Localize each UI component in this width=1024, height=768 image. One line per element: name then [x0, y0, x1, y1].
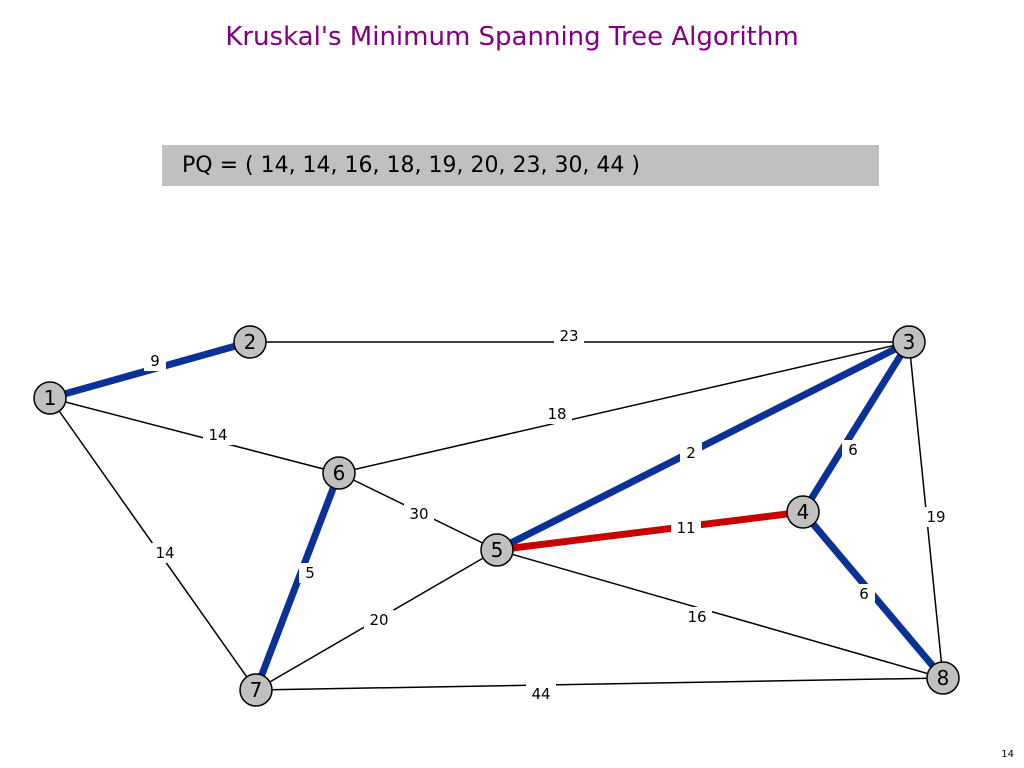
node-7: 7 [239, 673, 273, 707]
edge-weight-7-8: 44 [531, 685, 550, 703]
edge-weight-7-5: 20 [369, 611, 388, 629]
edge-6-7 [252, 471, 343, 692]
edge-label-bg-6-3 [542, 404, 572, 424]
priority-queue-box: PQ = ( 14, 14, 16, 18, 19, 20, 23, 30, 4… [162, 145, 879, 186]
edge-weight-6-5: 30 [409, 505, 428, 523]
node-circle-6 [322, 456, 356, 490]
node-label-8: 8 [937, 666, 950, 690]
edge-label-bg-1-7 [150, 543, 180, 563]
edge-label-bg-7-5 [364, 610, 394, 630]
node-6: 6 [322, 456, 356, 490]
edge-label-bg-5-3 [680, 443, 702, 463]
edge-label-bg-3-8 [921, 507, 951, 527]
edge-weight-1-2: 9 [150, 352, 160, 370]
edge-label-bg-3-4 [842, 440, 864, 460]
edge-label-bg-6-5 [404, 504, 434, 524]
edge-5-4 [496, 508, 804, 554]
node-5: 5 [480, 533, 514, 567]
node-label-6: 6 [333, 461, 346, 485]
node-2: 2 [233, 325, 267, 359]
edge-7-8 [255, 677, 944, 691]
edge-label-bg-2-3 [554, 326, 584, 346]
page-number: 14 [1001, 749, 1014, 760]
node-label-1: 1 [44, 386, 57, 410]
node-4: 4 [786, 495, 820, 529]
node-label-3: 3 [903, 330, 916, 354]
node-label-7: 7 [250, 678, 263, 702]
edge-weight-5-3: 2 [686, 444, 696, 462]
slide-title: Kruskal's Minimum Spanning Tree Algorith… [225, 22, 799, 52]
edge-weight-1-7: 14 [155, 544, 174, 562]
priority-queue-text: PQ = ( 14, 14, 16, 18, 19, 20, 23, 30, 4… [182, 153, 640, 178]
node-circle-1 [33, 381, 67, 415]
edge-weight-1-6: 14 [208, 426, 227, 444]
node-circle-3 [892, 325, 926, 359]
edge-weight-5-8: 16 [687, 608, 706, 626]
edge-weight-5-4: 11 [676, 519, 695, 537]
edge-weight-2-3: 23 [559, 327, 578, 345]
node-circle-5 [480, 533, 514, 567]
edge-label-bg-5-4 [671, 518, 701, 538]
node-label-2: 2 [244, 330, 257, 354]
edge-weight-6-3: 18 [547, 405, 566, 423]
edge-weight-3-8: 19 [926, 508, 945, 526]
edge-label-bg-1-2 [144, 351, 166, 371]
edge-6-3 [338, 341, 910, 474]
edge-5-8 [496, 549, 944, 679]
node-label-5: 5 [491, 538, 504, 562]
node-circle-8 [926, 661, 960, 695]
node-circle-7 [239, 673, 273, 707]
edge-1-6 [49, 397, 340, 474]
edge-3-4 [800, 340, 912, 514]
node-8: 8 [926, 661, 960, 695]
edge-label-bg-7-8 [526, 684, 556, 704]
node-circle-2 [233, 325, 267, 359]
node-3: 3 [892, 325, 926, 359]
edge-label-bg-1-6 [203, 425, 233, 445]
node-1: 1 [33, 381, 67, 415]
node-label-4: 4 [797, 500, 810, 524]
edge-label-bg-6-7 [299, 563, 321, 583]
edge-label-bg-4-8 [853, 584, 875, 604]
edge-label-bg-5-8 [682, 607, 712, 627]
edge-5-3 [495, 338, 911, 554]
edge-weight-4-8: 6 [859, 585, 869, 603]
edge-weight-6-7: 5 [305, 564, 315, 582]
edge-weight-3-4: 6 [848, 441, 858, 459]
node-circle-4 [786, 495, 820, 529]
